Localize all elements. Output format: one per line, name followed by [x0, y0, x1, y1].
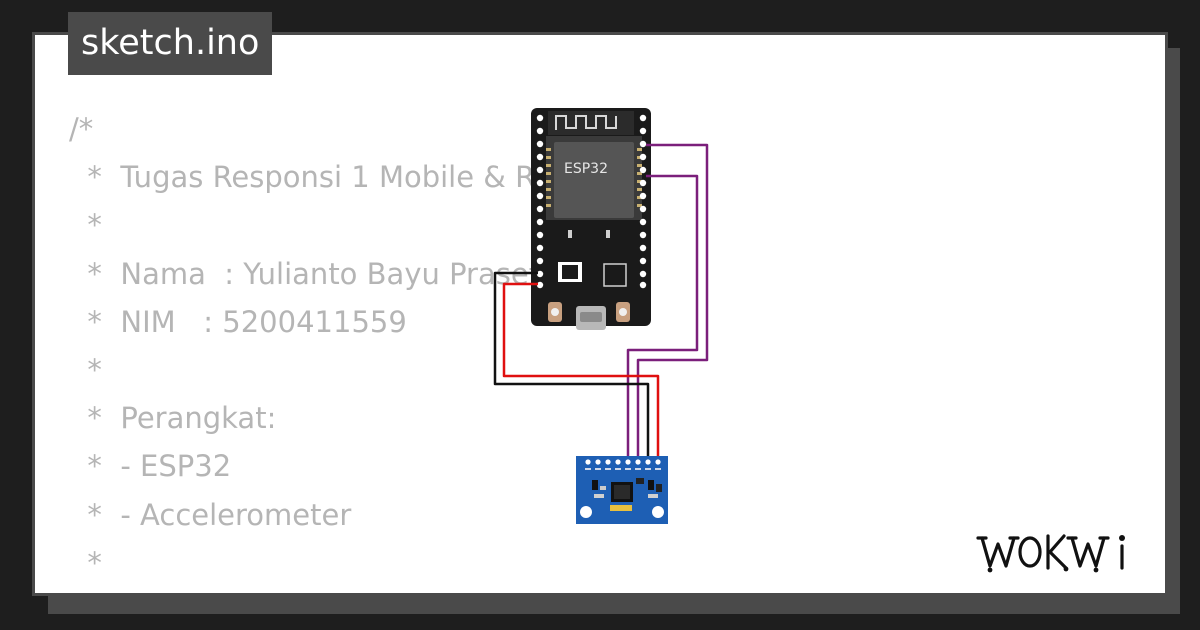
wokwi-logo	[976, 534, 1125, 573]
code-line: /*	[69, 112, 94, 146]
file-name-label: sketch.ino	[68, 12, 273, 75]
code-line: * NIM : 5200411559	[69, 304, 407, 339]
esp32-label: ESP32	[564, 161, 608, 177]
code-line: * - ESP32	[69, 449, 232, 484]
code-line: * - Accelerometer	[69, 497, 352, 532]
code-line: *	[69, 545, 102, 580]
code-line: *	[69, 352, 102, 387]
wires	[493, 143, 709, 460]
code-line: *	[69, 208, 102, 243]
wire-sda[interactable]	[626, 174, 699, 460]
code-line: * Nama : Yulianto Bayu Prasetyo	[69, 256, 575, 291]
code-line: * Perangkat:	[69, 401, 277, 436]
accelerometer-module[interactable]	[576, 456, 668, 524]
wire-scl[interactable]	[636, 143, 709, 460]
wire-gnd[interactable]	[493, 271, 650, 460]
esp32-board[interactable]: ESP32	[531, 108, 651, 330]
wire-vcc[interactable]	[502, 282, 660, 460]
